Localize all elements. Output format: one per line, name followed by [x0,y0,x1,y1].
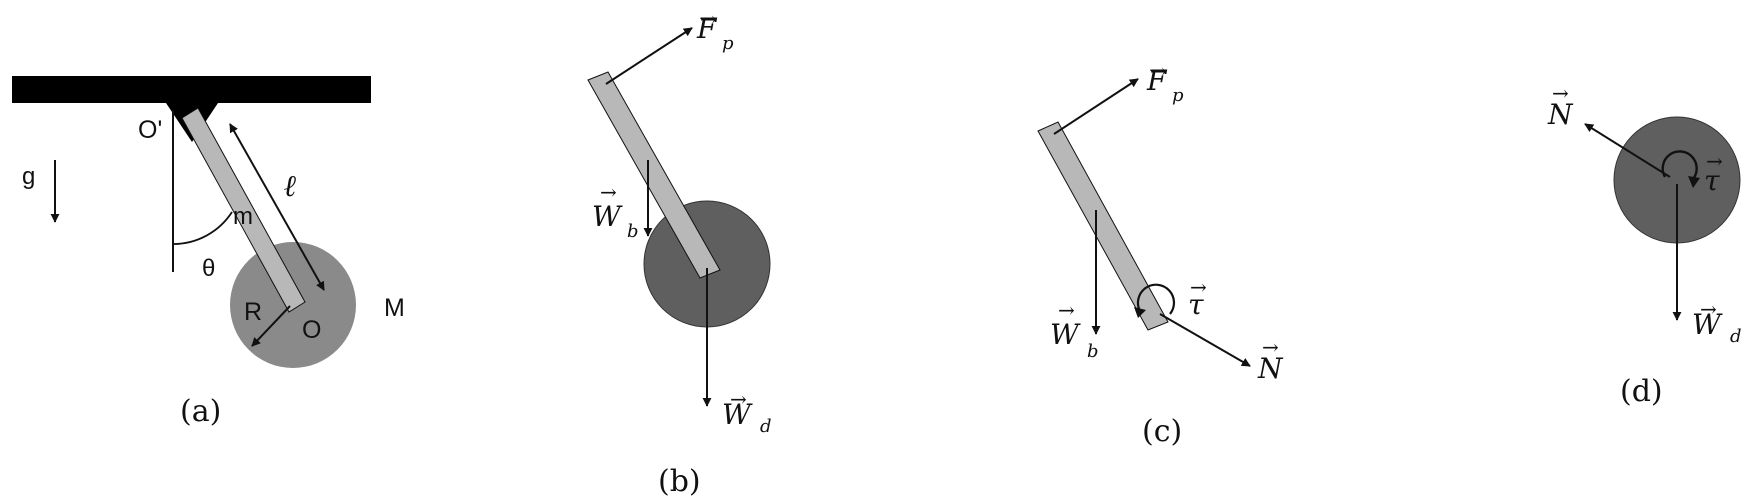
torque-arrowhead-c [1134,307,1146,318]
svg-text:→: → [1190,275,1207,299]
svg-text:d: d [760,416,772,437]
angle-arc [172,211,233,245]
svg-text:→: → [1552,81,1569,105]
svg-text:τ: τ [1188,288,1204,321]
length-label: ℓ [284,169,297,204]
svg-text:τ: τ [1704,164,1720,197]
n-arrow-c [1159,313,1251,367]
fp-arrow-b [605,27,693,85]
svg-text:b: b [627,221,639,242]
svg-text:→: → [1700,297,1717,321]
torque-arc-c [1136,283,1176,315]
tau-label-c: → τ [1188,275,1207,321]
ceiling-bar [12,76,371,103]
fp-label-c: → F p [1146,59,1184,106]
torque-arrowhead-d [1688,176,1700,188]
svg-text:F: F [696,12,718,45]
wd-label-d: → W d [1692,297,1742,347]
svg-text:W: W [722,398,753,431]
wd-label-b: → W d [722,387,772,437]
wb-label-b: → W b [592,180,639,242]
svg-text:p: p [722,33,734,54]
center-label: O [302,316,321,344]
panel-a: g O' m ℓ θ R O M (a) [12,76,405,429]
tau-label-d: → τ [1704,149,1723,197]
svg-text:b: b [1087,341,1099,362]
panel-d: → N → τ → W d (d) [1547,81,1742,409]
svg-text:N: N [1257,352,1284,385]
gravity-label: g [22,163,35,190]
svg-text:W: W [1050,318,1081,351]
caption-b: (b) [658,464,701,499]
rod-mass-label: m [233,203,253,230]
pivot-label: O' [138,116,162,144]
rod-c [1037,121,1169,331]
svg-text:W: W [1692,308,1723,341]
svg-text:N: N [1547,98,1574,131]
svg-text:F: F [1146,64,1168,97]
caption-c: (c) [1142,414,1182,449]
svg-text:→: → [1706,149,1723,173]
length-arrow [229,123,325,291]
rod-b [587,71,721,279]
svg-text:→: → [1262,335,1279,359]
wb-label-c: → W b [1050,298,1099,362]
radius-label: R [244,298,262,326]
svg-text:→: → [730,387,747,411]
torque-arc-d [1661,150,1698,180]
svg-text:p: p [1172,85,1184,106]
panel-b: → F p → W b → W d (b) [587,7,772,499]
disk-mass-label: M [384,294,405,322]
svg-text:→: → [1150,59,1167,83]
svg-text:→: → [1058,298,1075,322]
svg-text:→: → [600,180,617,204]
fp-arrow-c [1053,78,1139,135]
n-label-d: → N [1547,81,1574,131]
fp-label-b: → F p [696,7,734,54]
svg-text:d: d [1730,326,1742,347]
radius-arrow [251,305,291,347]
angle-label: θ [202,255,215,282]
caption-d: (d) [1620,374,1663,409]
caption-a: (a) [180,394,221,429]
svg-text:W: W [592,200,623,233]
n-label-c: → N [1257,335,1284,385]
panel-c: → F p → W b → τ → N (c) [1037,59,1284,449]
n-arrow-d [1584,123,1671,178]
svg-text:→: → [700,7,717,31]
